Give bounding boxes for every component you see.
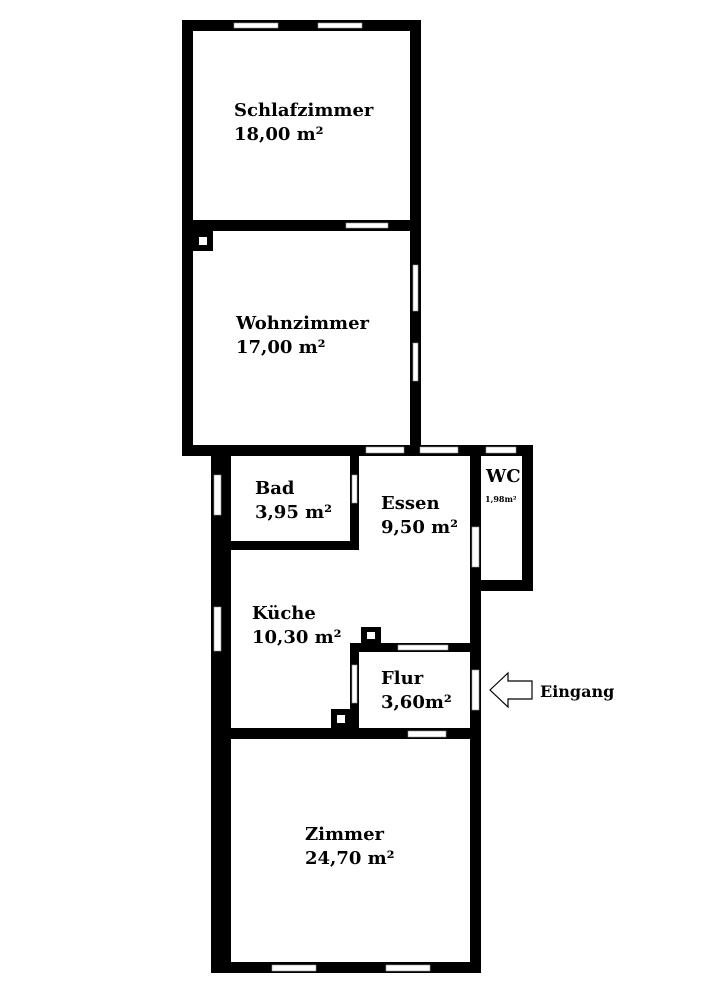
- entrance-label: Eingang: [540, 682, 614, 701]
- wall-upper-left: [182, 20, 193, 455]
- window-bedroom-1: [233, 22, 279, 29]
- room-area-wohnzimmer: 17,00 m²: [236, 337, 326, 358]
- door-flur-left: [351, 664, 358, 704]
- room-name-zimmer: Zimmer: [305, 824, 385, 845]
- chimney-upper: [193, 231, 213, 251]
- wall-wc-right: [522, 445, 533, 591]
- room-area-wc: 1,98m²: [485, 494, 517, 504]
- chimney-flur-inner: [337, 715, 345, 723]
- room-name-wohnzimmer: Wohnzimmer: [235, 313, 370, 334]
- wall-zimmer-top: [211, 728, 481, 739]
- window-zimmer-1: [271, 964, 317, 972]
- room-name-wc: WC: [485, 466, 521, 487]
- room-name-essen: Essen: [381, 493, 440, 514]
- door-wc: [471, 526, 480, 568]
- lower-block-openings: [213, 446, 517, 972]
- wall-bedroom-living-divider: [182, 220, 421, 231]
- window-wc: [485, 446, 517, 454]
- wall-lower-left: [211, 456, 231, 973]
- room-name-flur: Flur: [381, 668, 424, 689]
- door-zimmer: [407, 730, 447, 738]
- window-bad: [213, 474, 222, 516]
- door-bad: [351, 474, 358, 504]
- chimney-upper-inner: [199, 237, 207, 245]
- wall-wc-bottom: [470, 580, 533, 591]
- window-zimmer-2: [385, 964, 431, 972]
- window-living-1: [412, 264, 419, 312]
- wall-bad-bottom: [231, 541, 359, 550]
- room-area-flur: 3,60m²: [381, 692, 452, 713]
- wall-lower-top: [211, 445, 472, 456]
- door-bedroom: [345, 222, 389, 229]
- room-name-schlafzimmer: Schlafzimmer: [234, 100, 374, 121]
- door-flur-top: [397, 644, 449, 651]
- window-essen-2: [419, 446, 459, 454]
- wall-upper-top: [182, 20, 421, 31]
- chimney-flur: [331, 709, 351, 729]
- room-area-schlafzimmer: 18,00 m²: [234, 124, 324, 145]
- room-area-bad: 3,95 m²: [255, 502, 332, 523]
- window-kueche: [213, 606, 222, 652]
- window-essen-1: [365, 446, 405, 454]
- room-name-bad: Bad: [255, 478, 295, 499]
- wall-upper-right: [410, 20, 421, 455]
- chimney-kitchen: [361, 627, 381, 645]
- lower-block-walls: [211, 445, 533, 973]
- room-area-essen: 9,50 m²: [381, 517, 458, 538]
- wall-lower-bottom: [211, 962, 481, 973]
- room-name-kueche: Küche: [252, 603, 316, 624]
- window-living-2: [412, 342, 419, 382]
- upper-block-windows: [233, 22, 419, 382]
- room-area-zimmer: 24,70 m²: [305, 848, 395, 869]
- chimney-kitchen-inner: [367, 632, 375, 639]
- room-area-kueche: 10,30 m²: [252, 627, 342, 648]
- entrance-arrow-icon: [489, 671, 533, 709]
- window-bedroom-2: [317, 22, 363, 29]
- entrance-door: [471, 669, 480, 711]
- upper-block-walls: [182, 20, 421, 456]
